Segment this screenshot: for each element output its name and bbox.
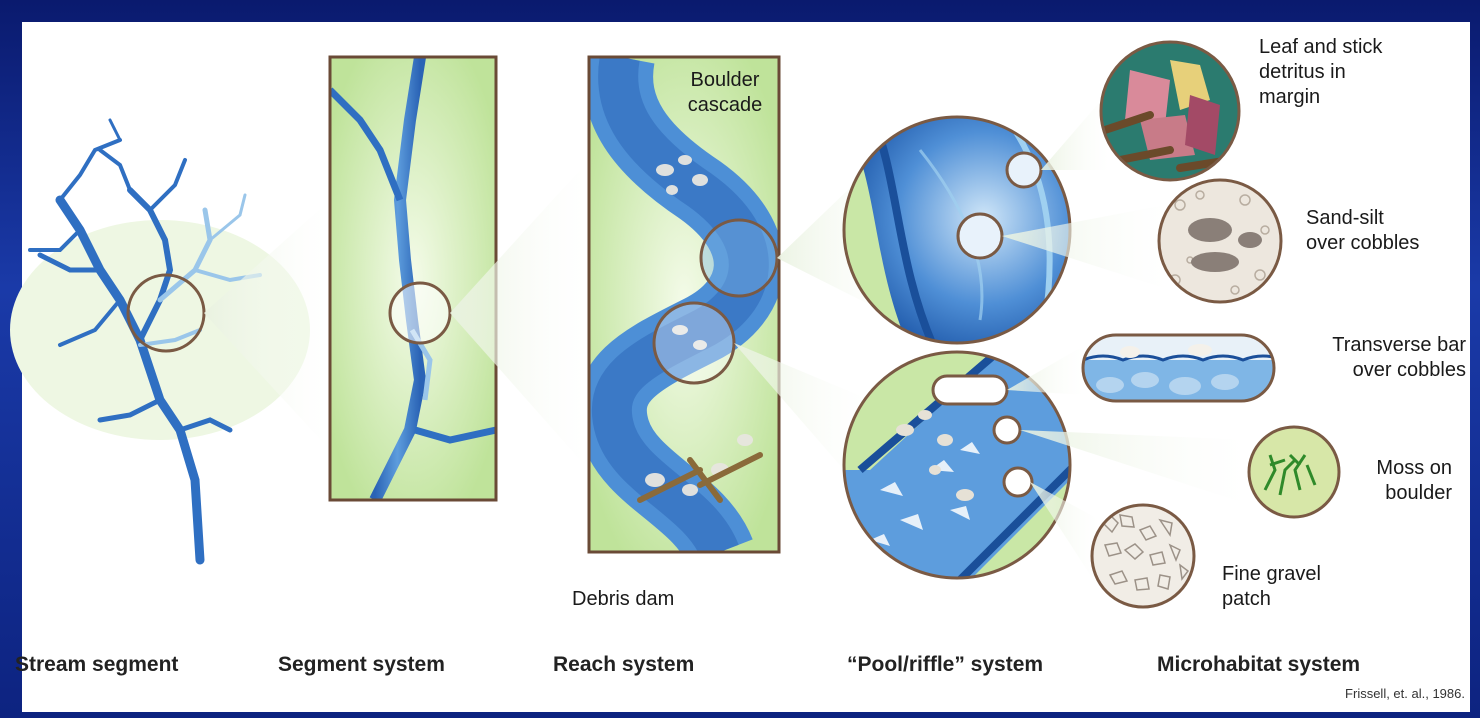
microhabitat-system-title: Microhabitat system	[1157, 652, 1360, 677]
moss-circle	[1249, 427, 1339, 517]
bar-line-1: Transverse bar	[1278, 333, 1466, 358]
fine-gravel-label: Fine gravel patch	[1222, 562, 1321, 612]
moss-label: Moss on boulder	[1336, 456, 1452, 506]
leaf-line-2: detritus in	[1259, 60, 1382, 85]
reach-system-title: Reach system	[553, 652, 694, 677]
boulder-cascade-line-2: cascade	[675, 93, 775, 118]
boulder-cascade-line-1: Boulder	[675, 68, 775, 93]
reach-panel	[589, 57, 779, 552]
leaf-detritus-label: Leaf and stick detritus in margin	[1259, 35, 1382, 110]
sand-silt-label: Sand-silt over cobbles	[1306, 206, 1419, 256]
boulder-cascade-label: Boulder cascade	[675, 68, 775, 118]
moss-line-1: Moss on	[1336, 456, 1452, 481]
transverse-bar-capsule	[1083, 335, 1283, 401]
reach-focus-circle	[390, 283, 450, 343]
zoom-cone-leaf	[1041, 90, 1110, 170]
stream-segment-title: Stream segment	[15, 652, 178, 677]
pool-focus-circle	[701, 220, 777, 296]
pool-riffle-system-title: “Pool/riffle” system	[847, 652, 1043, 677]
segment-system-title: Segment system	[278, 652, 445, 677]
leaf-line-3: margin	[1259, 85, 1382, 110]
sand-line-2: over cobbles	[1306, 231, 1419, 256]
moss-line-2: boulder	[1336, 481, 1452, 506]
gravel-line-1: Fine gravel	[1222, 562, 1321, 587]
debris-dam-label: Debris dam	[572, 587, 674, 612]
leaf-line-1: Leaf and stick	[1259, 35, 1382, 60]
transverse-bar-label: Transverse bar over cobbles	[1278, 333, 1466, 383]
gravel-line-2: patch	[1222, 587, 1321, 612]
debris-dam-text: Debris dam	[572, 587, 674, 612]
sand-silt-circle	[1158, 180, 1282, 304]
riffle-focus-circle	[654, 303, 734, 383]
fine-gravel-circle	[1092, 505, 1194, 607]
citation: Frissell, et. al., 1986.	[1300, 681, 1465, 706]
sand-line-1: Sand-silt	[1306, 206, 1419, 231]
bar-line-2: over cobbles	[1278, 358, 1466, 383]
segment-panel	[330, 57, 496, 500]
leaf-detritus-circle	[1100, 42, 1240, 182]
